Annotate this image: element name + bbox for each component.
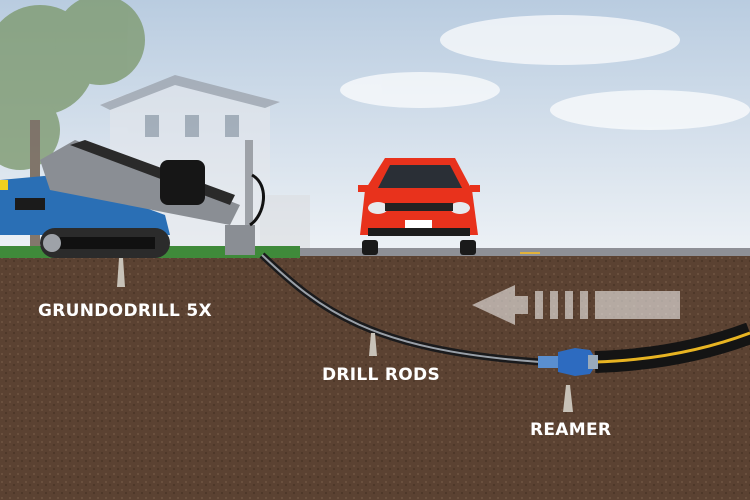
car [358, 158, 480, 255]
reamer-pointer [563, 385, 573, 412]
drill-machine [0, 140, 266, 258]
reamer [538, 348, 598, 376]
clouds [340, 15, 750, 130]
machine-label: GRUNDODRILL 5X [38, 301, 212, 321]
pullback-arrow [472, 285, 680, 325]
drill-rods-label: DRILL RODS [322, 365, 441, 385]
machine-pointer [117, 258, 125, 287]
rods-pointer [369, 333, 377, 356]
reamer-label: REAMER [530, 420, 612, 440]
